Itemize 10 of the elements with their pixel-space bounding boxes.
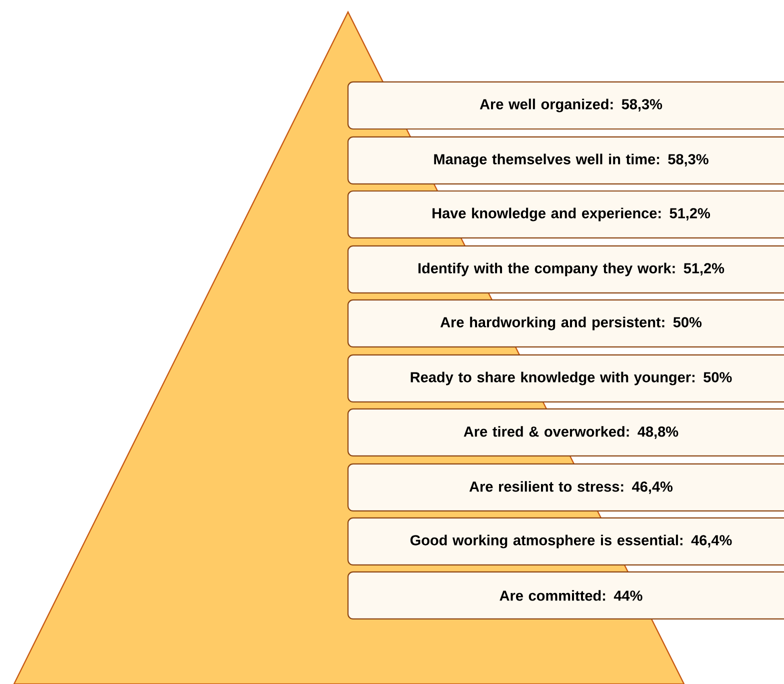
label-box: Have knowledge and experience: 51,2% [347,190,784,239]
label-box: Are hardworking and persistent: 50% [347,299,784,348]
label-box: Ready to share knowledge with younger: 50% [347,354,784,403]
label-box: Manage themselves well in time: 58,3% [347,136,784,185]
label-box: Are resilient to stress: 46,4% [347,463,784,512]
label-box: Are committed: 44% [347,571,784,620]
label-box: Are tired & overworked: 48,8% [347,408,784,457]
label-box: Good working atmosphere is essential: 46,4% [347,517,784,566]
label-box: Identify with the company they work: 51,2% [347,245,784,294]
label-box: Are well organized: 58,3% [347,81,784,130]
